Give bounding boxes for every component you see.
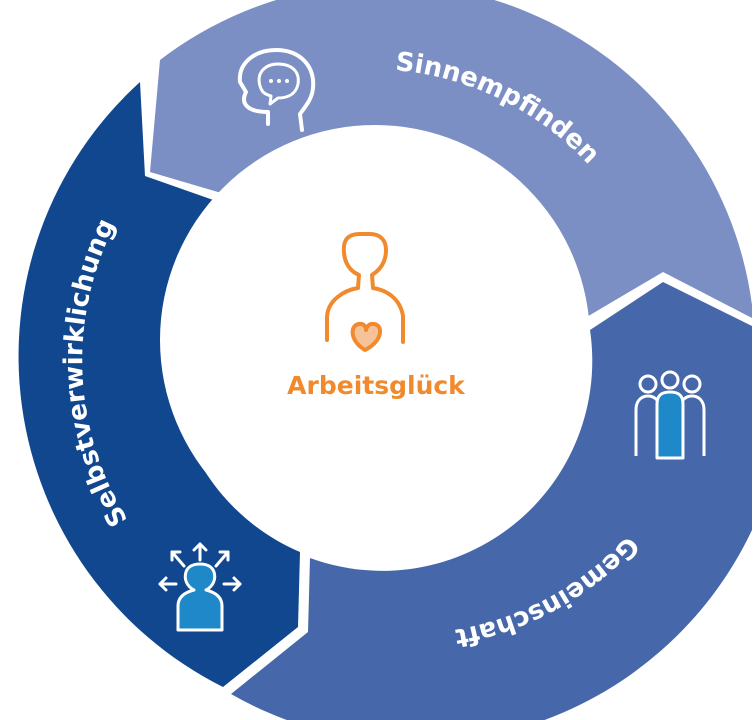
group-people-icon — [634, 370, 706, 460]
head-speech-bubble-icon — [237, 48, 316, 132]
segment-selbstverwirklichung — [18, 82, 301, 687]
center-label: Arbeitsglück — [287, 371, 466, 400]
segment-gemeinschaft — [231, 282, 752, 720]
person-arrows-icon — [158, 542, 242, 632]
person-heart-icon — [325, 232, 405, 352]
